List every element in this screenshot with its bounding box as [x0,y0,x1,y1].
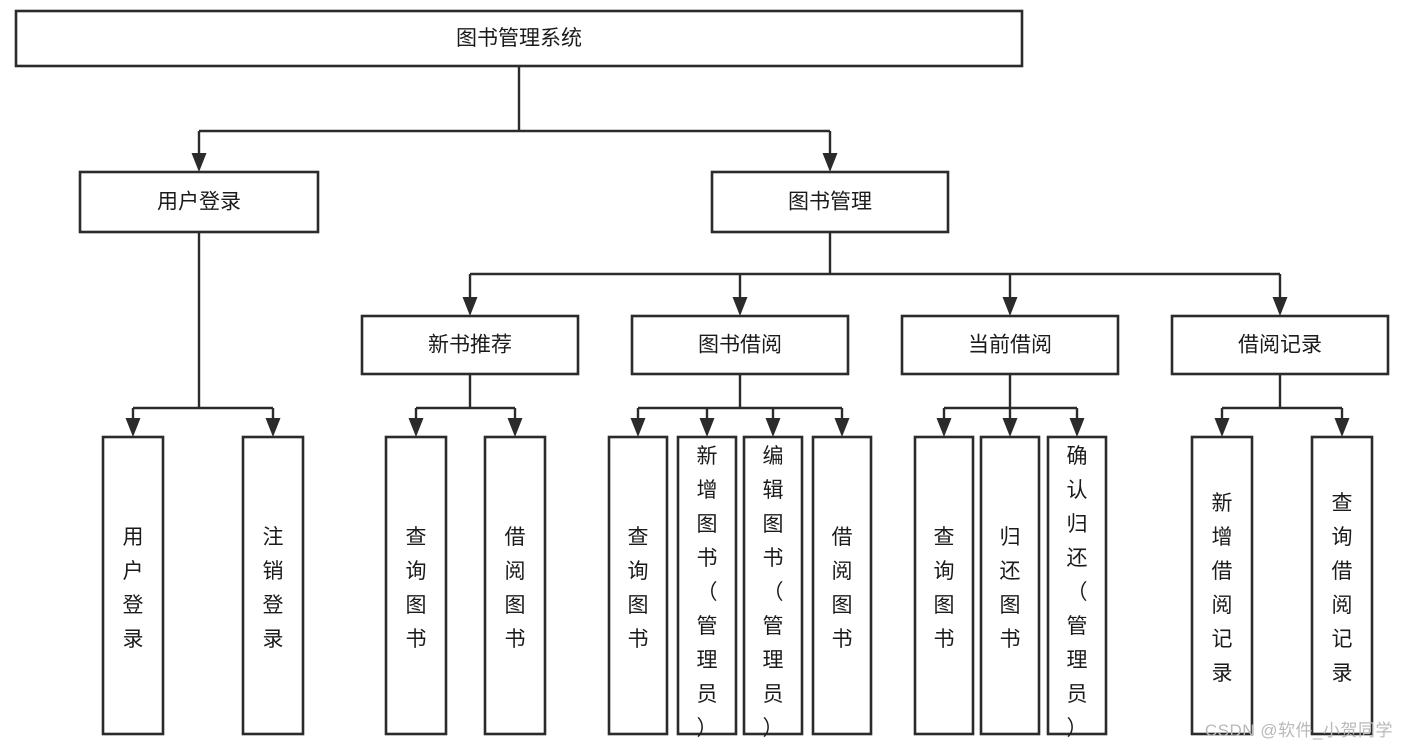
arrow-head-icon [125,418,141,437]
arrow-head-icon [1272,297,1288,316]
node-root[interactable]: 图书管理系统 [14,9,1024,68]
node-box-book-manage [710,170,950,234]
node-box-leaf-logout [241,435,305,736]
node-label-leaf-add-record: 新增借阅记录 [1212,492,1233,685]
node-box-book-borrow [630,314,850,376]
node-box-leaf-confirm-return [1046,435,1108,736]
node-new-book-rec[interactable]: 新书推荐 [360,314,580,376]
node-label-root: 图书管理系统 [456,27,582,50]
watermark-label: CSDN @软件_小贺同学 [1204,721,1393,740]
node-leaf-borrow-book-1[interactable]: 借阅图书 [483,435,547,736]
arrow-head-icon [936,418,952,437]
node-label-borrow-record: 借阅记录 [1238,334,1322,357]
node-book-borrow[interactable]: 图书借阅 [630,314,850,376]
arrow-head-icon [507,418,523,437]
connectors-layer [125,66,1350,437]
arrow-head-icon [265,418,281,437]
node-box-user-login [78,170,320,234]
arrow-head-icon [1002,297,1018,316]
node-box-leaf-add-record [1190,435,1254,736]
edge-group-borrow-record [1214,374,1350,437]
node-label-leaf-borrow-book-1: 借阅图书 [505,526,526,651]
arrow-head-icon [191,153,207,172]
node-leaf-query-book-2[interactable]: 查询图书 [607,435,669,736]
node-box-leaf-borrow-book-2 [811,435,873,736]
arrow-head-icon [732,297,748,316]
node-box-leaf-query-book-2 [607,435,669,736]
node-box-leaf-query-record [1310,435,1374,736]
node-leaf-query-book-3[interactable]: 查询图书 [913,435,975,736]
node-book-manage[interactable]: 图书管理 [710,170,950,234]
node-leaf-borrow-book-2[interactable]: 借阅图书 [811,435,873,736]
node-box-leaf-borrow-book-1 [483,435,547,736]
arrow-head-icon [408,418,424,437]
node-leaf-return-book[interactable]: 归还图书 [979,435,1041,736]
edge-group-user-login [125,232,281,437]
node-box-leaf-query-book-3 [913,435,975,736]
arrow-head-icon [1334,418,1350,437]
node-borrow-record[interactable]: 借阅记录 [1170,314,1390,376]
node-box-borrow-record [1170,314,1390,376]
arrow-head-icon [1069,418,1085,437]
node-label-book-borrow: 图书借阅 [698,334,782,357]
node-leaf-confirm-return[interactable]: 确认归还（管理员） [1046,435,1108,740]
edge-group-book-manage [462,232,1288,316]
arrow-head-icon [822,153,838,172]
arrow-head-icon [1002,418,1018,437]
arrow-head-icon [1214,418,1230,437]
node-box-leaf-return-book [979,435,1041,736]
node-label-leaf-query-record: 查询借阅记录 [1332,492,1353,685]
node-box-leaf-add-book [676,435,738,736]
node-box-leaf-query-book-1 [384,435,448,736]
edge-group-book-borrow [630,374,850,437]
node-label-user-login: 用户登录 [157,191,241,214]
node-box-leaf-user-login [101,435,165,736]
node-box-current-borrow [900,314,1120,376]
node-label-leaf-user-login: 用户登录 [123,526,144,651]
node-leaf-logout[interactable]: 注销登录 [241,435,305,736]
node-box-root [14,9,1024,68]
node-leaf-user-login[interactable]: 用户登录 [101,435,165,736]
node-label-new-book-rec: 新书推荐 [428,334,512,357]
node-current-borrow[interactable]: 当前借阅 [900,314,1120,376]
arrow-head-icon [834,418,850,437]
node-leaf-edit-book[interactable]: 编辑图书（管理员） [742,435,804,740]
node-label-leaf-query-book-1: 查询图书 [406,526,427,651]
edge-group-current-borrow [936,374,1085,437]
node-label-leaf-logout: 注销登录 [263,526,284,651]
arrow-head-icon [699,418,715,437]
node-label-leaf-borrow-book-2: 借阅图书 [832,526,853,651]
node-label-leaf-add-book: 新增图书（管理员） [697,445,718,740]
arrow-head-icon [462,297,478,316]
node-leaf-query-record[interactable]: 查询借阅记录 [1310,435,1374,736]
arrow-head-icon [765,418,781,437]
node-box-leaf-edit-book [742,435,804,736]
node-user-login[interactable]: 用户登录 [78,170,320,234]
node-label-leaf-return-book: 归还图书 [1000,526,1021,651]
node-label-leaf-query-book-2: 查询图书 [628,526,649,651]
arrow-head-icon [630,418,646,437]
edge-group-new-book-rec [408,374,523,437]
node-label-leaf-confirm-return: 确认归还（管理员） [1067,445,1088,740]
edge-group-root [191,66,838,172]
node-label-leaf-query-book-3: 查询图书 [934,526,955,651]
node-leaf-add-book[interactable]: 新增图书（管理员） [676,435,738,740]
nodes-layer: 图书管理系统用户登录图书管理新书推荐图书借阅当前借阅借阅记录用户登录注销登录查询… [14,9,1390,740]
node-label-leaf-edit-book: 编辑图书（管理员） [763,445,784,740]
node-label-book-manage: 图书管理 [788,191,872,214]
node-box-new-book-rec [360,314,580,376]
node-leaf-add-record[interactable]: 新增借阅记录 [1190,435,1254,736]
node-label-current-borrow: 当前借阅 [968,334,1052,357]
node-leaf-query-book-1[interactable]: 查询图书 [384,435,448,736]
